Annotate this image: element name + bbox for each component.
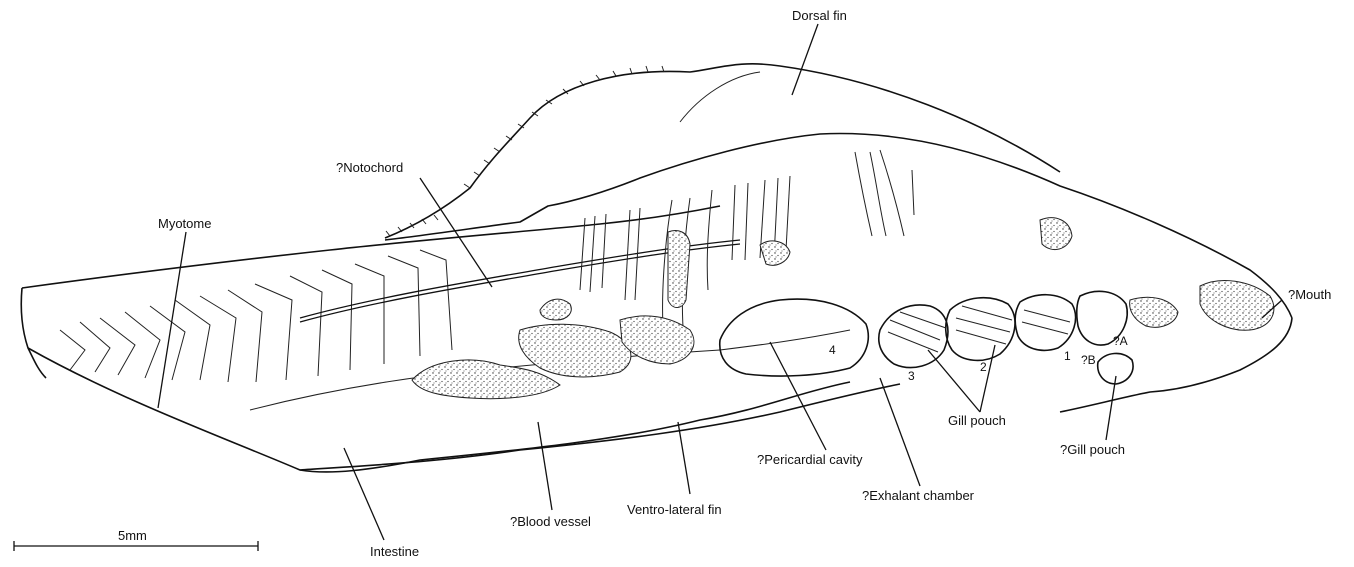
label-intestine: Intestine (370, 544, 419, 559)
pericardial-cavity (720, 299, 869, 376)
label-exhalant-chamber: ?Exhalant chamber (862, 488, 975, 503)
gill-pouches (879, 291, 1133, 384)
label-pouch-2: 2 (980, 360, 987, 374)
leader-pericardial-cavity (770, 342, 826, 450)
leader-blood-vessel (538, 422, 552, 510)
scale-bar: 5mm (14, 528, 258, 551)
dorsal-structures (580, 150, 914, 340)
label-gill-pouch-q: ?Gill pouch (1060, 442, 1125, 457)
leader-notochord (420, 178, 492, 287)
label-dorsal-fin: Dorsal fin (792, 8, 847, 23)
label-pouch-1: 1 (1064, 349, 1071, 363)
leader-dorsal-fin (792, 24, 818, 95)
leader-myotome (158, 232, 186, 408)
myotome-chevrons (60, 250, 452, 382)
leader-exhalant-chamber (880, 378, 920, 486)
leader-lines (158, 24, 1282, 540)
label-myotome: Myotome (158, 216, 211, 231)
label-pouch-3: 3 (908, 369, 915, 383)
leader-ventro-lateral-fin (678, 422, 690, 494)
labels: Dorsal fin ?Notochord Myotome ?Mouth Gil… (158, 8, 1331, 559)
body-outline (21, 64, 1292, 472)
leader-gill-pouch-q (1106, 376, 1116, 440)
leader-intestine (344, 448, 384, 540)
label-ventro-lateral-fin: Ventro-lateral fin (627, 502, 722, 517)
label-gill-pouch: Gill pouch (948, 413, 1006, 428)
label-notochord: ?Notochord (336, 160, 403, 175)
label-pouch-b: ?B (1081, 353, 1096, 367)
label-mouth: ?Mouth (1288, 287, 1331, 302)
label-pericardial-cavity: ?Pericardial cavity (757, 452, 863, 467)
leader-gill-pouch-b (980, 345, 995, 412)
scale-bar-label: 5mm (118, 528, 147, 543)
label-blood-vessel: ?Blood vessel (510, 514, 591, 529)
dorsal-fin-hatching (386, 66, 664, 236)
label-pouch-a: ?A (1113, 334, 1128, 348)
label-pouch-4: 4 (829, 343, 836, 357)
